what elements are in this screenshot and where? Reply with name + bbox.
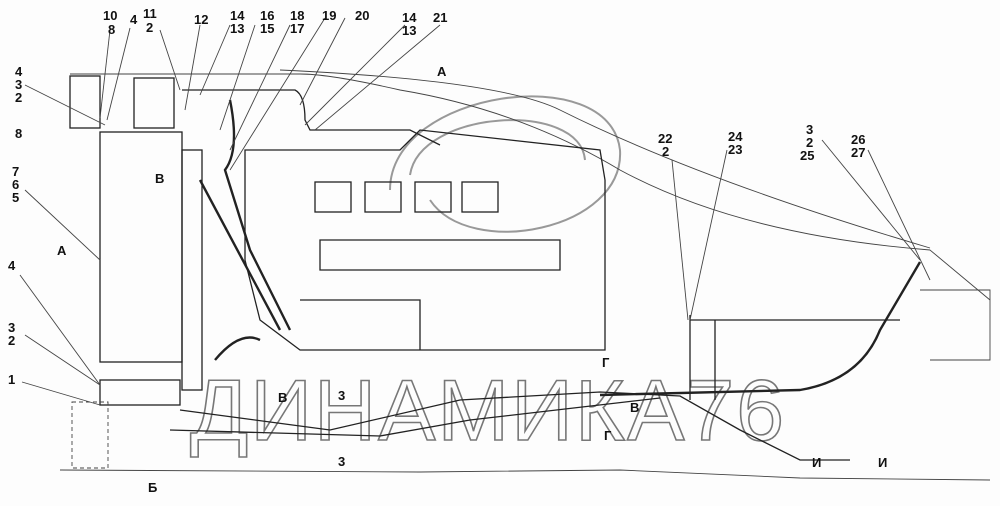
pipe-support [689,315,716,400]
callout-19: 19 [322,8,336,23]
upper-hose [223,99,292,331]
callout-11: 11 [143,6,157,21]
lower-hose [214,336,261,361]
coolant-pipe [198,179,282,331]
callout-13: 13 [230,21,244,36]
section-3-bottom: 3 [338,454,345,469]
fan-shroud [181,149,203,391]
exhaust-manifold [300,181,561,350]
callout-8: 8 [108,22,115,37]
callout-22: 22 [658,131,672,146]
engine-block [244,129,606,351]
view-markers: А А Б В В В Г Г И И 3 3 [57,64,887,495]
callout-3-low: 3 [8,320,15,335]
callout-2-left: 2 [15,90,22,105]
callout-14: 14 [230,8,245,23]
callout-7: 7 [12,164,19,179]
fuel-line-2 [169,397,661,437]
view-a-left: А [57,243,67,258]
callout-2: 2 [146,20,153,35]
expansion-tank [133,77,175,129]
frame-rear [920,289,991,361]
callout-2-right2: 2 [806,135,813,150]
hood-line [279,69,931,249]
frame-bottom [59,469,991,481]
view-g-2: Г [604,428,612,443]
view-i-2: И [878,455,887,470]
callout-21: 21 [433,10,447,25]
watermark: ДИНАМИКА76 [190,363,786,459]
callout-20: 20 [355,8,369,23]
view-v-1: В [155,171,164,186]
radiator [99,131,183,363]
callout-27: 27 [851,145,865,160]
callout-23: 23 [728,142,742,157]
view-i-1: И [812,455,821,470]
cab-outline [70,73,991,301]
callout-3-left: 3 [15,77,22,92]
watermark-logo [389,95,622,233]
callout-24: 24 [728,129,743,144]
view-a-top: А [437,64,447,79]
callout-25: 25 [800,148,814,163]
view-v-2: В [278,390,287,405]
radiator-mount [99,379,181,406]
callout-16: 16 [260,8,274,23]
callout-2-low: 2 [8,333,15,348]
callout-1: 1 [8,372,15,387]
fuel-line-3 [599,261,922,397]
callout-18: 18 [290,8,304,23]
bracket [71,401,109,469]
callout-14b: 14 [402,10,417,25]
callout-12: 12 [194,12,208,27]
view-v-3: В [630,400,639,415]
callout-6: 6 [12,177,19,192]
callout-labels: 10 8 4 11 2 12 14 13 16 15 18 17 19 20 1… [8,6,865,387]
callout-4: 4 [130,12,138,27]
view-g-1: Г [602,355,610,370]
air-intake [69,75,101,129]
callout-2-right: 2 [662,144,669,159]
callout-4-low: 4 [8,258,16,273]
callout-26: 26 [851,132,865,147]
callout-17: 17 [290,21,304,36]
view-b: Б [148,480,157,495]
callout-5: 5 [12,190,19,205]
callout-4-left: 4 [15,64,23,79]
callout-13b: 13 [402,23,416,38]
callout-15: 15 [260,21,274,36]
callout-10: 10 [103,8,117,23]
section-3-top: 3 [338,388,345,403]
callout-8-left: 8 [15,126,22,141]
leader-lines [19,17,931,406]
callout-3-right: 3 [806,122,813,137]
vent-line [182,89,441,146]
